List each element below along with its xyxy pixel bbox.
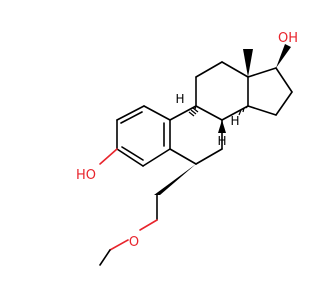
bond-c3-c4 [116, 148, 144, 167]
bond-c10-c1 [143, 105, 171, 121]
h-8-label: H [217, 134, 226, 148]
bond-ch3 [99, 249, 111, 266]
hash-c14-h [238, 105, 249, 116]
bond-c1-c2-inner [120, 111, 143, 124]
bond-c11-c12 [195, 61, 223, 78]
bond-o-ch3 [109, 239, 129, 251]
ring-b [169, 105, 223, 165]
bond-c12-c13 [221, 61, 249, 78]
bond-ch2-o [139, 219, 158, 231]
bond-c1-c2 [116, 105, 145, 121]
bond-c4-c5 [142, 148, 171, 167]
oh-3-label: HO [76, 168, 96, 183]
bond-c7-c6 [195, 148, 223, 165]
bond-c6-c5 [169, 148, 197, 165]
bond-c9-c8 [195, 105, 223, 121]
bond-c13-c17 [247, 67, 277, 78]
ether-o-label: O [129, 235, 139, 250]
methyl-wedge-c18 [243, 49, 253, 77]
bond-c15-c14 [247, 105, 277, 116]
h-9-label: H [175, 92, 184, 106]
oh-wedge-c17 [276, 44, 291, 68]
oh-17-label: OH [278, 31, 298, 46]
ring-a-aromatic [116, 105, 171, 167]
bond-c3-c4-inner [121, 146, 144, 161]
wedge-c6-ch2 [154, 164, 196, 195]
molecule-structure: OH HO O H H H [76, 31, 298, 266]
h-14-label: H [230, 114, 239, 128]
wedge-c8-h [218, 120, 226, 133]
bond-c17-c16 [275, 67, 293, 93]
bond-c3-o3 [99, 148, 118, 165]
hash-c9-h [188, 105, 199, 117]
ring-d [247, 67, 293, 116]
bond-c16-c15 [275, 91, 293, 116]
bond-c10-c9 [169, 105, 197, 121]
